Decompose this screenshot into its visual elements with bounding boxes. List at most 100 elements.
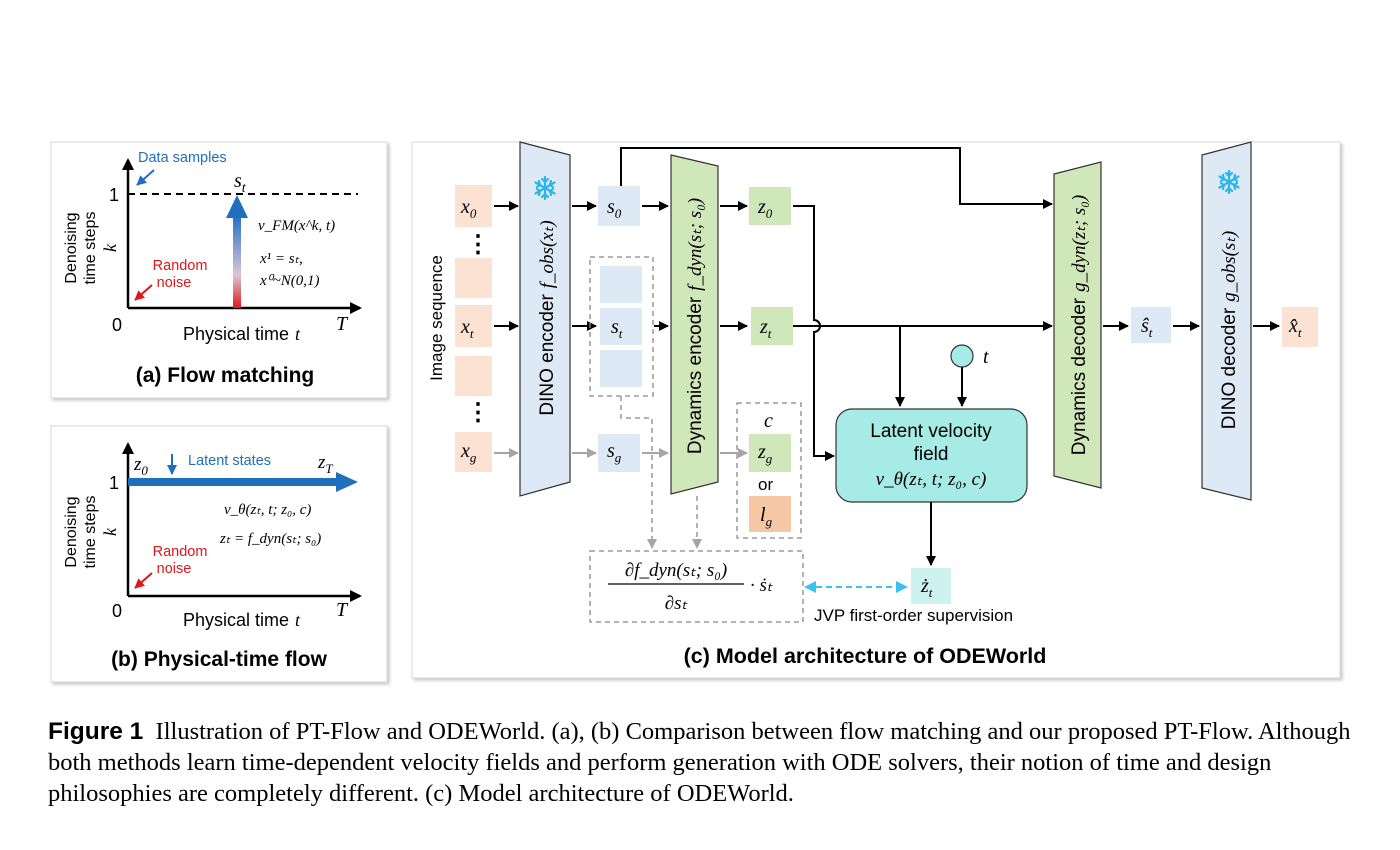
- s-box-lower: [600, 350, 642, 387]
- panel-b-title: (b) Physical-time flow: [111, 648, 328, 671]
- st-label: st: [611, 316, 623, 341]
- y-label-line1: Denoising: [63, 212, 80, 283]
- dots-upper: ⋮: [466, 231, 490, 258]
- data-samples-arrow: [136, 169, 155, 186]
- figure-caption: Figure 1 Illustration of PT-Flow and ODE…: [48, 716, 1358, 809]
- latent-flow-head: [336, 472, 358, 492]
- tick-one: 1: [109, 473, 119, 493]
- dynamics-encoder-label: Dynamics encoderf_dyn(sₜ; s₀): [685, 198, 706, 454]
- dino-encoder-label: DINO encoderf_obs(xₜ): [537, 220, 558, 415]
- zt-label: zt: [759, 316, 772, 341]
- st-label: st: [234, 170, 247, 196]
- x0-box: [455, 185, 492, 227]
- jvp-numerator: ∂f_dyn(sₜ; s₀): [625, 560, 727, 581]
- x-hat-box: [1282, 307, 1318, 347]
- zg-label: zg: [757, 441, 773, 466]
- zdot-label: żt: [920, 575, 933, 600]
- panel-model-architecture: Image sequence x0 ⋮ xt ⋮ xg DINO encoder…: [411, 141, 1341, 679]
- dynamics-decoder-block: [1053, 161, 1102, 489]
- placeholder-box-1: [455, 258, 492, 298]
- zT-label: zT: [317, 452, 333, 476]
- eq-vtheta: v_θ(zₜ, t; z₀, c): [224, 502, 311, 518]
- jvp-denominator: ∂sₜ: [665, 593, 688, 614]
- lg-box: [749, 496, 791, 532]
- random-label-2: noise: [157, 275, 192, 291]
- panel-physical-time-flow: z0 Latent states zT 1 0 T Denoising time…: [50, 425, 388, 683]
- y-label-line2: time steps: [82, 212, 99, 285]
- eq-x0: x⁰~N(0,1): [259, 273, 320, 289]
- t-label: t: [983, 346, 989, 368]
- tick-zero: 0: [112, 601, 122, 621]
- x-hat-label: x̂t: [1288, 315, 1302, 340]
- panel-c-title: (c) Model architecture of ODEWorld: [684, 644, 1047, 668]
- tick-zero: 0: [112, 315, 122, 335]
- tick-T: T: [336, 599, 349, 621]
- xt-label: xt: [460, 316, 474, 341]
- or-label: or: [758, 475, 773, 494]
- zt-box: [751, 307, 793, 345]
- x0-label: x0: [460, 196, 477, 221]
- s-group-dashed: [589, 256, 654, 397]
- y-label-k: k: [100, 243, 120, 252]
- y-label-k: k: [100, 527, 120, 536]
- dino-encoder-block: [519, 141, 571, 497]
- velocity-label-1: Latent velocity: [870, 421, 992, 442]
- zdot-box: [911, 568, 951, 604]
- zg-box: [749, 434, 791, 472]
- xg-box: [455, 432, 492, 472]
- random-noise-arrow: [134, 284, 153, 301]
- random-label-1: Random: [153, 544, 208, 560]
- time-input-node: [950, 344, 974, 368]
- image-sequence-label: Image sequence: [427, 255, 446, 381]
- xg-label: xg: [460, 440, 477, 465]
- s0-label: s0: [607, 196, 622, 221]
- condition-group-dashed: [736, 402, 802, 539]
- jvp-supervision-label: JVP first-order supervision: [814, 606, 1013, 625]
- dino-decoder-block: [1201, 141, 1252, 501]
- sg-box: [598, 434, 640, 472]
- s-hat-label: ŝt: [1141, 315, 1153, 340]
- eq-x1: x¹ = sₜ,: [259, 251, 303, 267]
- figure-1: Data samples st 1 0 T Denoising time ste…: [50, 141, 1341, 683]
- velocity-label-3: v_θ(zₜ, t; z₀, c): [876, 469, 987, 490]
- dots-lower: ⋮: [466, 399, 490, 426]
- s-box-upper: [600, 266, 642, 303]
- eq-vfm: v_FM(x^k, t): [258, 218, 335, 234]
- lg-label: lg: [760, 504, 773, 529]
- z0-label: z0: [133, 454, 148, 478]
- panel-a-title: (a) Flow matching: [136, 364, 315, 387]
- random-label-2: noise: [157, 561, 192, 577]
- eq-zt: zₜ = f_dyn(sₜ; s₀): [219, 531, 321, 547]
- dynamics-decoder-label: Dynamics decoderg_dyn(zₜ; s₀): [1069, 195, 1090, 456]
- placeholder-box-2: [455, 356, 492, 396]
- s0-box: [598, 186, 640, 226]
- panel-flow-matching: Data samples st 1 0 T Denoising time ste…: [50, 141, 388, 399]
- s-hat-box: [1131, 307, 1171, 343]
- s0-skip-connection: [620, 147, 1053, 209]
- st-box: [600, 308, 642, 345]
- caption-label: Figure 1: [48, 718, 144, 745]
- z0-label: z0: [757, 196, 773, 221]
- dino-decoder-label: DINO decoderg_obs(sₜ): [1219, 231, 1240, 430]
- dynamics-encoder-block: [670, 154, 719, 495]
- data-samples-label: Data samples: [138, 150, 227, 166]
- z0-box: [749, 187, 791, 225]
- random-label-1: Random: [153, 258, 208, 274]
- tick-T: T: [336, 313, 349, 335]
- tick-one: 1: [109, 185, 119, 205]
- xt-box: [455, 305, 492, 347]
- y-label-line1: Denoising: [63, 496, 80, 567]
- caption-text: Illustration of PT-Flow and ODEWorld. (a…: [48, 718, 1351, 807]
- flow-arrow-head: [226, 195, 248, 218]
- sg-label: sg: [607, 440, 622, 465]
- latent-states-label: Latent states: [188, 453, 271, 469]
- jvp-sdot: · ṡₜ: [750, 575, 773, 596]
- flow-arrow-shaft: [233, 214, 241, 308]
- jvp-dashed-box: [589, 550, 804, 623]
- velocity-label-2: field: [914, 444, 949, 465]
- c-label: c: [764, 410, 773, 432]
- random-noise-arrow: [134, 572, 153, 589]
- y-label-line2: time steps: [82, 496, 99, 569]
